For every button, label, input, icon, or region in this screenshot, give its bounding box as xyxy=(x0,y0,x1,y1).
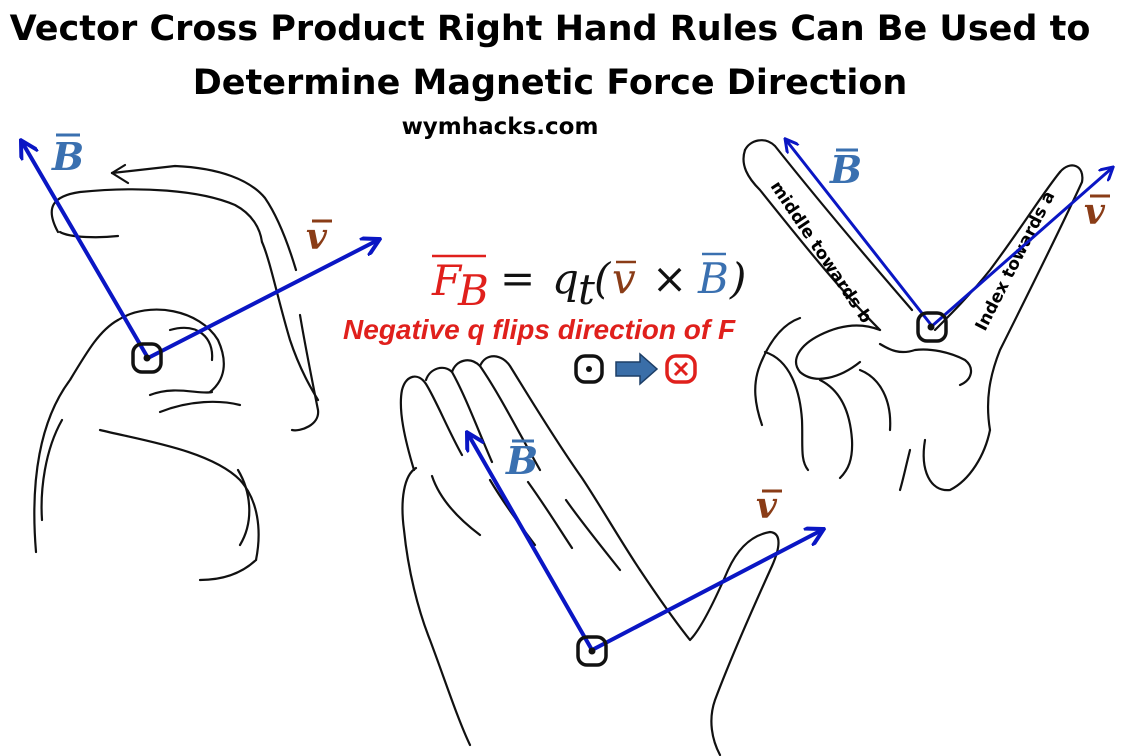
force-subscript: B xyxy=(457,266,489,315)
center-b-label: B xyxy=(505,438,538,483)
right-b-label: B xyxy=(829,147,862,192)
close-paren: ) xyxy=(729,254,746,303)
right-arrow-icon xyxy=(615,352,659,386)
index-finger-label: Index towards a xyxy=(972,188,1060,334)
left-b-label: B xyxy=(51,133,84,179)
middle-finger-label: middle towards b xyxy=(766,178,876,328)
charge-subscript: t xyxy=(578,265,595,314)
left-vector-b-arrow xyxy=(22,142,150,360)
left-v-label: v xyxy=(306,216,332,258)
right-vector-b-arrow xyxy=(786,140,934,328)
charge-symbol: q xyxy=(552,254,579,303)
out-of-page-icon xyxy=(574,354,604,384)
right-out-of-page-icon xyxy=(916,311,948,343)
center-vector-b-arrow xyxy=(468,434,594,652)
equation: F B = q t ( v × B ) xyxy=(431,252,746,315)
center-out-of-page-icon xyxy=(576,635,608,667)
right-vector-v-arrow xyxy=(930,168,1112,328)
svg-text:v: v xyxy=(756,485,778,527)
svg-text:v: v xyxy=(1084,191,1106,233)
svg-text:B: B xyxy=(505,438,538,483)
field-symbol: B xyxy=(697,254,729,303)
svg-text:B: B xyxy=(829,147,862,192)
center-hand-sketch xyxy=(399,355,780,756)
svg-text:B: B xyxy=(51,134,84,179)
left-out-of-page-icon xyxy=(131,342,163,374)
center-vector-v-arrow xyxy=(590,530,822,652)
into-page-icon xyxy=(665,354,697,384)
website-label: wymhacks.com xyxy=(401,114,599,140)
svg-text:v: v xyxy=(306,216,328,258)
right-v-label: v xyxy=(1084,191,1110,233)
title-line-1: Vector Cross Product Right Hand Rules Ca… xyxy=(9,9,1091,49)
center-v-label: v xyxy=(756,485,782,527)
right-hand-sketch xyxy=(742,139,1084,492)
velocity-symbol: v xyxy=(612,254,636,303)
open-paren: ( xyxy=(594,254,612,303)
title-line-2: Determine Magnetic Force Direction xyxy=(192,63,908,103)
negative-charge-note: Negative q flips direction of F xyxy=(343,314,736,345)
equals-sign: = xyxy=(500,254,535,303)
force-symbol: F xyxy=(431,256,463,305)
left-hand-sketch xyxy=(33,163,320,582)
left-vector-v-arrow xyxy=(146,240,378,360)
times-sign: × xyxy=(652,254,687,303)
